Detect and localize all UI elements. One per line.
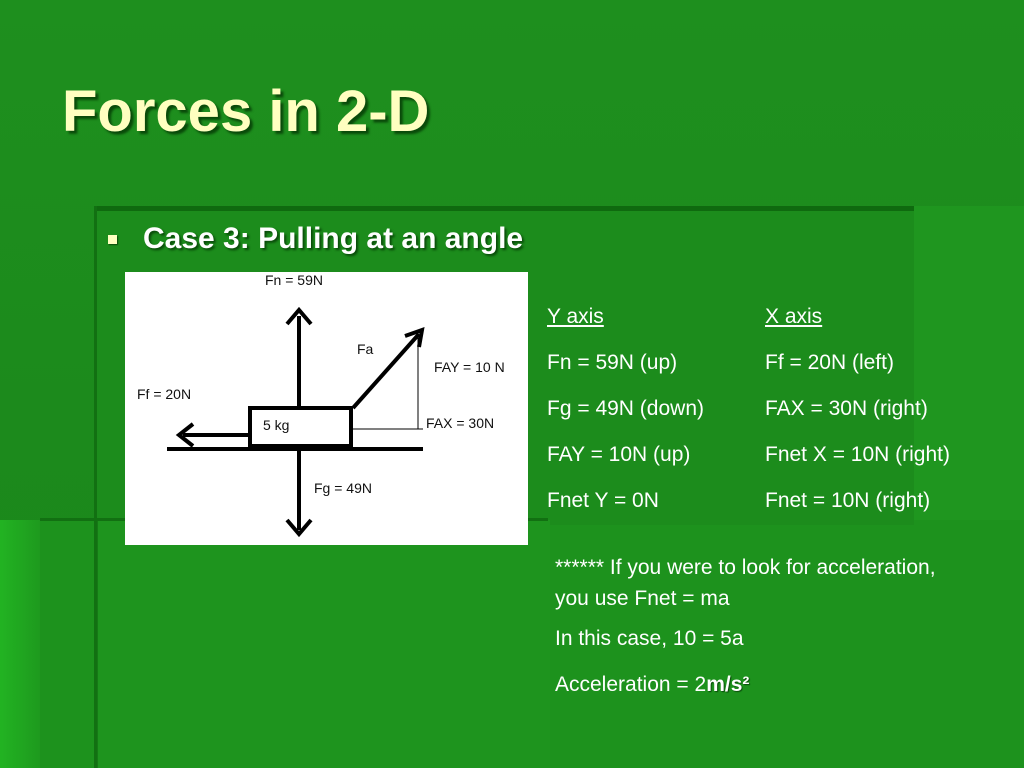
background-right-panel	[914, 206, 1024, 520]
force-diagram: Fn = 59N Fa FAY = 10 N Ff = 20N 5 kg FAX…	[125, 272, 528, 545]
background-bottom-inner	[96, 520, 550, 768]
force-diagram-svg: Fn = 59N Fa FAY = 10 N Ff = 20N 5 kg FAX…	[137, 272, 505, 538]
x-axis-header: X axis	[765, 305, 823, 328]
friction-force-arrowhead	[175, 422, 195, 448]
y-axis-row: Fnet Y = 0N	[547, 489, 659, 512]
background-left-band	[0, 520, 40, 768]
note-line-3: Acceleration = 2m/s²	[555, 670, 975, 700]
divider-vertical	[94, 206, 97, 768]
note-line-3-unit: m/s²	[706, 673, 750, 696]
label-fg: Fg = 49N	[314, 480, 372, 496]
label-fa: Fa	[357, 341, 374, 357]
note-line-2: In this case, 10 = 5a	[555, 627, 744, 650]
applied-force-arrow	[351, 332, 421, 410]
mass-box	[248, 406, 353, 448]
note-line-1: ****** If you were to look for accelerat…	[555, 556, 936, 610]
label-ff: Ff = 20N	[137, 386, 191, 402]
bullet-item: Case 3: Pulling at an angle	[108, 222, 523, 256]
normal-force-arrowhead	[285, 306, 313, 326]
applied-force-arrowhead	[404, 326, 425, 348]
square-bullet-icon	[108, 234, 117, 244]
y-axis-row: Fg = 49N (down)	[547, 397, 704, 420]
slide-title: Forces in 2-D	[62, 79, 430, 144]
x-axis-row: Fnet X = 10N (right)	[765, 443, 950, 466]
label-fax: FAX = 30N	[426, 415, 494, 431]
gravity-force-arrowhead	[285, 518, 313, 538]
y-axis-header: Y axis	[547, 305, 604, 328]
bullet-text: Case 3: Pulling at an angle	[143, 222, 524, 255]
x-axis-row: FAX = 30N (right)	[765, 397, 928, 420]
label-fay: FAY = 10 N	[434, 359, 505, 375]
y-axis-row: Fn = 59N (up)	[547, 351, 678, 374]
note-line-3-prefix: Acceleration = 2	[555, 673, 707, 696]
label-mass: 5 kg	[263, 417, 289, 433]
x-axis-column: X axis Ff = 20N (left) FAX = 30N (right)…	[765, 303, 950, 533]
label-fn: Fn = 59N	[265, 272, 323, 288]
acceleration-note: ****** If you were to look for accelerat…	[555, 552, 975, 700]
x-axis-row: Fnet = 10N (right)	[765, 489, 931, 512]
y-axis-column: Y axis Fn = 59N (up) Fg = 49N (down) FAY…	[547, 303, 704, 533]
y-axis-row: FAY = 10N (up)	[547, 443, 691, 466]
x-axis-row: Ff = 20N (left)	[765, 351, 894, 374]
